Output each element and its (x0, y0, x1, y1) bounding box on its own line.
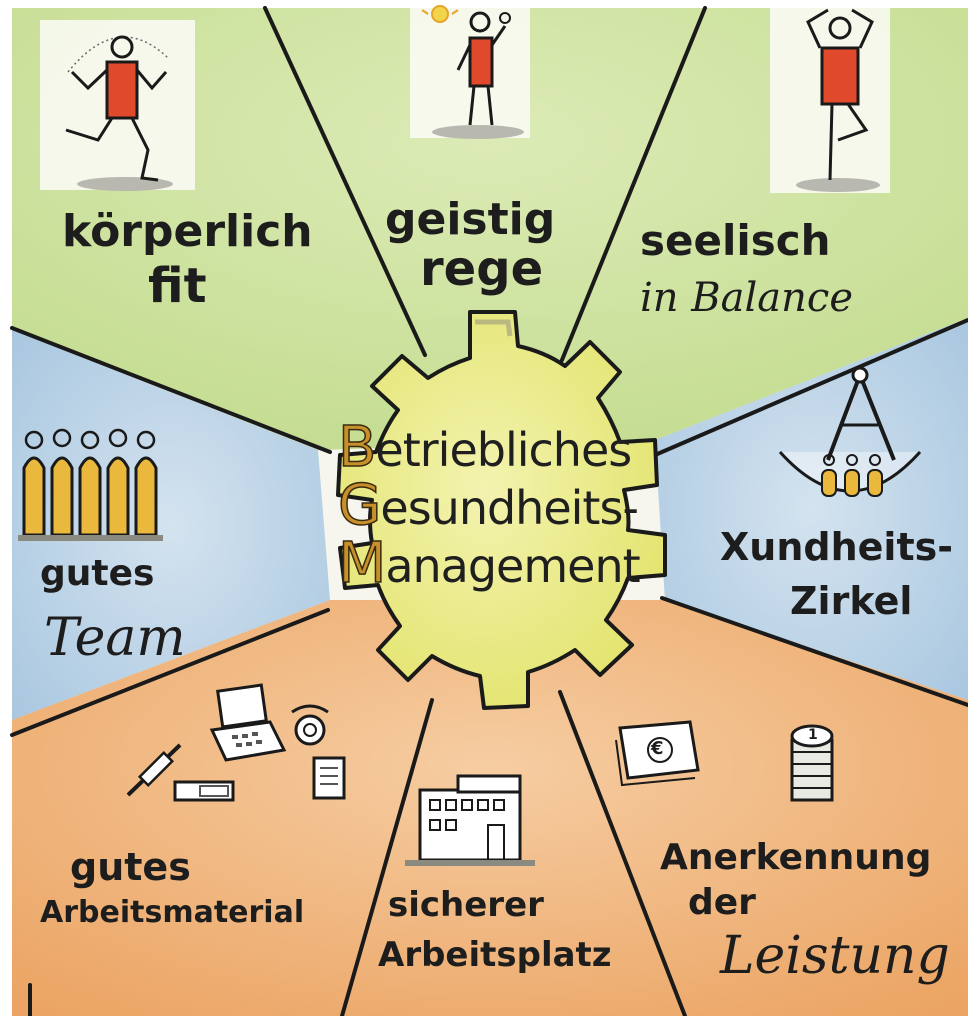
label-fit: fit (148, 258, 207, 314)
thinking-person-icon (410, 5, 530, 139)
money-icon (615, 720, 700, 787)
running-person-icon (40, 20, 195, 191)
syringe-icon (126, 743, 182, 797)
label-geistig: geistig (385, 194, 556, 245)
center-title-line-3: Management (337, 531, 640, 596)
laptop-icon (209, 683, 287, 762)
work-material-icons (126, 683, 346, 802)
center-gear (336, 310, 667, 710)
label-in-balance: in Balance (640, 275, 853, 321)
zirkel-compass-icon (778, 366, 922, 497)
label-rege: rege (420, 241, 544, 297)
label-zirkel: Zirkel (790, 579, 913, 623)
label-koerperlich: körperlich (62, 206, 313, 257)
team-people-icon (18, 428, 163, 541)
label-xundheits: Xundheits- (720, 525, 954, 569)
coin-number: 1 (808, 727, 818, 743)
papers-icon (312, 756, 346, 800)
usb-stick-icon (173, 780, 235, 802)
label-team: Team (44, 608, 186, 668)
center-title: Betriebliches Gesundheits- Management (337, 415, 640, 596)
center-title-line-2: Gesundheits- (337, 473, 639, 538)
yoga-person-icon (770, 8, 890, 193)
label-arbeitsmaterial: Arbeitsmaterial (40, 895, 305, 930)
phone-icon (291, 704, 329, 746)
top-border (0, 0, 968, 8)
building-icon (405, 774, 535, 866)
label-gutes-team-1: gutes (40, 553, 155, 594)
coins-stack-icon (790, 724, 834, 802)
left-border (0, 0, 12, 1016)
divider-lines (10, 6, 968, 1016)
center-title-line-1: Betriebliches (337, 415, 632, 480)
label-seelisch: seelisch (640, 216, 831, 265)
region-blue-left (12, 330, 330, 720)
euro-symbol: € (651, 738, 664, 759)
label-arbeitsplatz: Arbeitsplatz (378, 935, 612, 975)
region-green (12, 8, 968, 450)
label-der: der (688, 882, 756, 923)
label-leistung: Leistung (720, 926, 950, 986)
region-blue-right (655, 318, 968, 700)
label-anerkennung: Anerkennung (660, 837, 932, 878)
label-gutes-material-1: gutes (70, 845, 191, 889)
label-sicherer: sicherer (388, 885, 544, 925)
